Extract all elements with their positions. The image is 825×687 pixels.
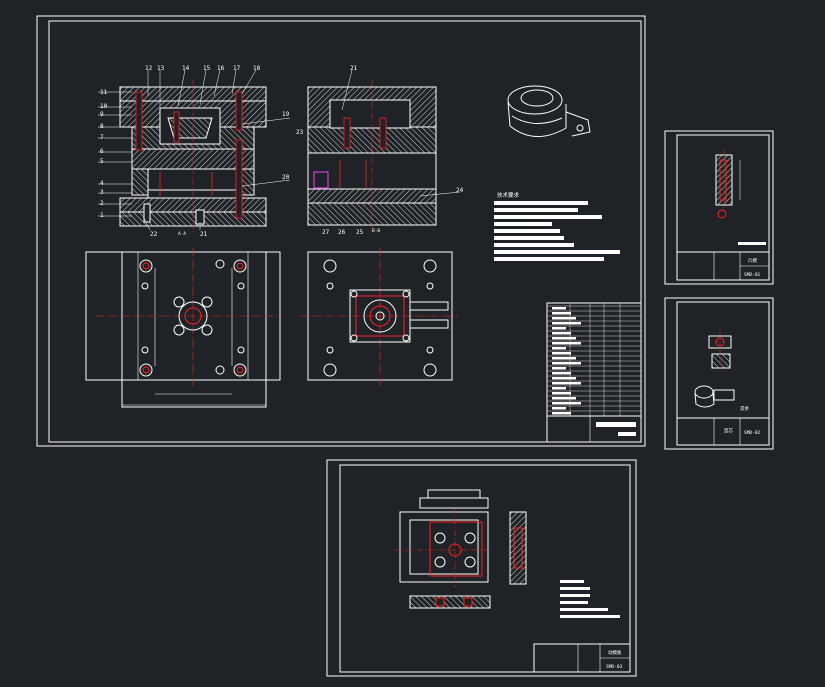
drawing-code: SMD-02 [744, 430, 761, 436]
leader-lines [98, 69, 291, 231]
part-sheet-3: 动模板 SMD-03 [326, 459, 637, 677]
drawing-code: SMD-03 [606, 664, 623, 670]
parts-list-cell-text [552, 312, 571, 315]
leader-number: 19 [282, 111, 290, 118]
parts-list-cell-text [552, 322, 581, 325]
leader-number: 14 [182, 65, 190, 72]
assembly-sheet: 12 13 14 15 16 17 18 11 10 9 8 7 6 5 4 3… [36, 15, 646, 447]
tech-req-heading: 技术要求 [497, 191, 520, 199]
leader-number: 20 [282, 174, 290, 181]
parts-list-cell-text [552, 377, 576, 380]
parts-list-cell-text [552, 327, 566, 330]
leader-number: 15 [203, 65, 211, 72]
tech-requirements: 技术要求 [494, 191, 620, 261]
parts-list-cell-text [552, 397, 576, 400]
part-sheet-2: 其余 型芯 SMD-02 [664, 297, 774, 450]
drawing-code: SMD-01 [744, 272, 761, 278]
section-mark: B-B [372, 228, 380, 234]
leader-number: 7 [100, 134, 104, 141]
parts-list-cell-text [552, 382, 581, 385]
leader-number: 21 [200, 231, 208, 238]
leader-number: 25 [356, 229, 364, 236]
parts-list-cell-text [552, 307, 566, 310]
leader-number: 9 [100, 111, 104, 118]
parts-list-cell-text [552, 342, 581, 345]
leader-number: 5 [100, 158, 104, 165]
leader-number: 21 [350, 65, 358, 72]
plan-view-left [85, 248, 281, 408]
part-title: 型芯 [724, 427, 733, 434]
parts-list-cell-text [552, 352, 571, 355]
leader-number: 11 [100, 89, 108, 96]
plan-view-right [300, 248, 458, 386]
parts-list-cell-text [552, 362, 581, 365]
leader-number: 24 [456, 187, 464, 194]
leader-number: 18 [253, 65, 261, 72]
leader-number: 13 [157, 65, 165, 72]
sheet-inner-border [48, 20, 642, 443]
parts-list-cell-text [552, 347, 566, 350]
leader-number: 17 [233, 65, 241, 72]
parts-list-rows [547, 303, 641, 416]
parts-list-cell-text [552, 332, 571, 335]
parts-list-table [546, 302, 642, 443]
leader-number: 1 [100, 212, 104, 219]
parts-list-cell-text [552, 392, 571, 395]
part-sheet-1: 凸模 SMD-01 [664, 130, 774, 285]
parts-list-cell-text [552, 367, 566, 370]
leader-number: 2 [100, 200, 104, 207]
sheet-outer-border [36, 15, 646, 447]
section-view-left [119, 80, 267, 232]
part-title: 凸模 [748, 257, 757, 264]
parts-list-cell-text [552, 402, 581, 405]
leader-number: 8 [100, 123, 104, 130]
leader-number-labels: 12 13 14 15 16 17 18 11 10 9 8 7 6 5 4 3… [100, 65, 290, 238]
section-view-right: 21 23 24 27 26 25 B-B [296, 65, 464, 236]
parts-list-cell-text [552, 387, 566, 390]
leader-number: 27 [322, 229, 330, 236]
part-title: 动模板 [608, 649, 622, 656]
isometric-part [507, 85, 591, 137]
parts-list-cell-text [552, 412, 571, 415]
leader-number: 22 [150, 231, 158, 238]
leader-number: 12 [145, 65, 153, 72]
parts-list-cell-text [552, 357, 576, 360]
leader-number: 3 [100, 189, 104, 196]
leader-number: 26 [338, 229, 346, 236]
leader-number: 16 [217, 65, 225, 72]
roughness-note: 其余 [740, 405, 749, 412]
parts-list-cell-text [552, 337, 576, 340]
parts-list-cell-text [552, 372, 571, 375]
section-mark: A-A [178, 231, 186, 237]
parts-list-cell-text [552, 407, 566, 410]
parts-list-cell-text [552, 317, 576, 320]
leader-number: 4 [100, 180, 104, 187]
leader-number: 10 [100, 103, 108, 110]
leader-number: 23 [296, 129, 304, 136]
leader-number: 6 [100, 148, 104, 155]
